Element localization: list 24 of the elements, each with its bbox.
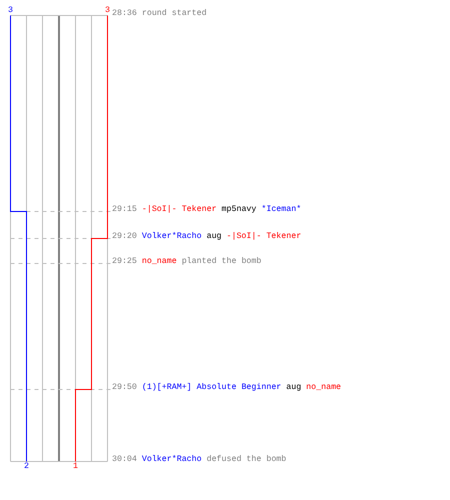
player-name: Volker*Racho: [142, 455, 202, 465]
count-label: 3: [105, 6, 110, 16]
count-label: 1: [73, 462, 78, 472]
weapon-name: aug: [286, 383, 302, 393]
player-name: *Iceman*: [261, 205, 302, 215]
player-name: -|SoI|- Tekener: [142, 205, 217, 215]
player-name: no_name: [306, 383, 342, 393]
time-label: 29:25: [112, 257, 137, 267]
time-label: 28:36: [112, 9, 137, 19]
time-label: 29:20: [112, 232, 137, 242]
player-name: -|SoI|- Tekener: [226, 232, 302, 242]
time-label: 29:50: [112, 383, 137, 393]
event-text: planted the bomb: [182, 257, 262, 267]
player-name: no_name: [142, 257, 177, 267]
weapon-name: mp5navy: [222, 205, 256, 215]
player-name: Volker*Racho: [142, 232, 202, 242]
count-label: 2: [24, 462, 29, 472]
weapon-name: aug: [206, 232, 222, 242]
count-label: 3: [8, 6, 13, 16]
event-text: defused the bomb: [206, 455, 286, 465]
time-label: 29:15: [112, 205, 137, 215]
time-label: 30:04: [112, 455, 137, 465]
player-name: (1)[+RAM+] Absolute Beginner: [142, 383, 282, 393]
event-text: round started: [142, 9, 207, 19]
